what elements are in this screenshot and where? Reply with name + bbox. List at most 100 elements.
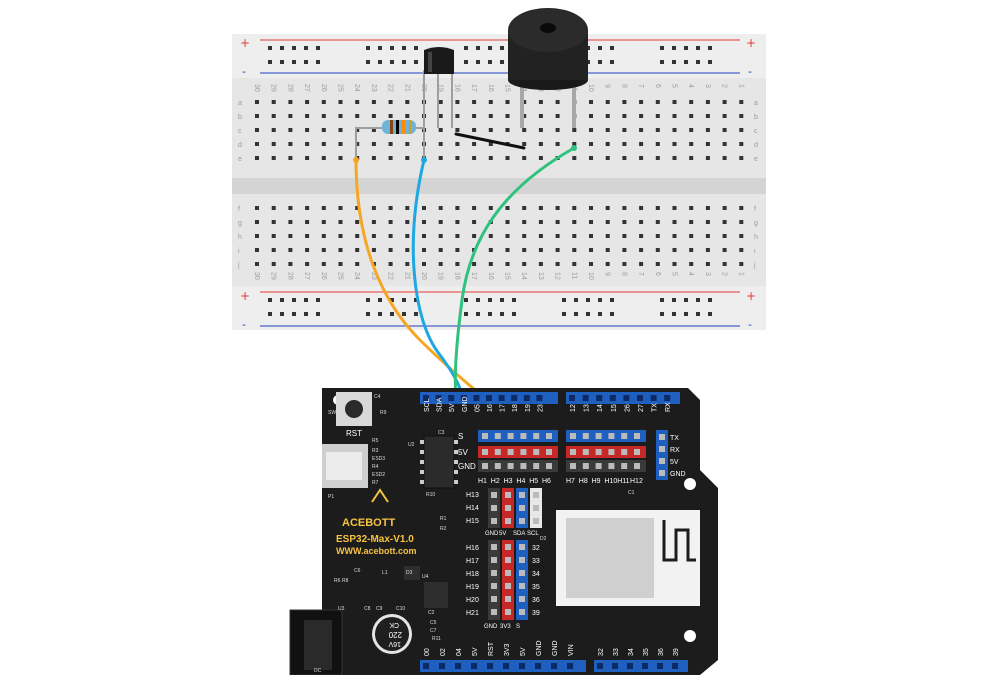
column-number: 22 bbox=[387, 84, 394, 92]
component-label: DC bbox=[314, 668, 322, 674]
h-row-label: H18 bbox=[466, 571, 479, 578]
column-number: 17 bbox=[470, 272, 477, 280]
column-number: 27 bbox=[303, 84, 310, 92]
bottom-header-label: VIN bbox=[568, 644, 575, 656]
row-letter: b bbox=[238, 114, 242, 121]
esp32-module bbox=[556, 510, 700, 606]
row-letter: f bbox=[754, 206, 756, 213]
row-letter: c bbox=[754, 128, 758, 135]
component-label: C2 bbox=[428, 610, 435, 616]
column-number: 20 bbox=[420, 272, 427, 280]
gpio-label: 33 bbox=[532, 558, 540, 565]
chip-u2 bbox=[423, 435, 455, 489]
row-letter: e bbox=[238, 156, 242, 163]
bottom-header-label: 34 bbox=[628, 648, 635, 656]
column-number: 19 bbox=[437, 272, 444, 280]
rail-minus-label: - bbox=[242, 318, 246, 331]
jumper-wire-black bbox=[454, 132, 526, 150]
bottom-header-pins bbox=[423, 663, 678, 669]
component-label: D3 bbox=[406, 570, 413, 576]
column-number: 23 bbox=[370, 272, 377, 280]
header-label: 5V bbox=[449, 403, 456, 412]
component-label: R8 bbox=[342, 578, 349, 584]
component-label: R5 bbox=[372, 438, 379, 444]
capacitor-voltage: 16V bbox=[388, 640, 401, 647]
bottom-header-label: 02 bbox=[440, 648, 447, 656]
component-label: C5 bbox=[430, 620, 437, 626]
column-number: 30 bbox=[253, 272, 260, 280]
rail-minus-label: - bbox=[242, 65, 246, 78]
header-h-label: H3 bbox=[504, 478, 513, 485]
header-label: SDA bbox=[437, 397, 444, 412]
column-number: 21 bbox=[403, 84, 410, 92]
h-row-label: H20 bbox=[466, 597, 479, 604]
h-row-label: H16 bbox=[466, 545, 479, 552]
row-letter: a bbox=[238, 100, 242, 107]
column-number: 7 bbox=[637, 272, 644, 276]
column-number: 5 bbox=[671, 84, 678, 88]
bottom-header-label: 5V bbox=[520, 647, 527, 656]
column-number: 19 bbox=[437, 84, 444, 92]
column-number: 28 bbox=[286, 272, 293, 280]
bottom-header-label: GND bbox=[536, 640, 543, 656]
header-label: 27 bbox=[638, 404, 645, 412]
h-row-label: H15 bbox=[466, 518, 479, 525]
component-label: L1 bbox=[382, 570, 388, 576]
column-number: 12 bbox=[554, 272, 561, 280]
component-label: R9 bbox=[380, 410, 387, 416]
header-label: 17 bbox=[500, 404, 507, 412]
rail-plus-label: + bbox=[240, 289, 250, 303]
component-label: R11 bbox=[432, 636, 441, 642]
column-number: 25 bbox=[337, 84, 344, 92]
bottom-header-label: 35 bbox=[643, 648, 650, 656]
component-label: C4 bbox=[374, 394, 381, 400]
column-number: 11 bbox=[570, 272, 577, 279]
rail-plus-label: + bbox=[746, 36, 756, 50]
row-letter: e bbox=[754, 156, 758, 163]
capacitor-brand: CK bbox=[389, 621, 399, 628]
component-label: C8 bbox=[364, 606, 371, 612]
component-label: P1 bbox=[328, 494, 334, 500]
component-label: R2 bbox=[440, 526, 447, 532]
bottom-header-label: 3V3 bbox=[504, 643, 511, 656]
reset-button[interactable] bbox=[336, 392, 372, 426]
component-label: R3 bbox=[372, 448, 379, 454]
header-label: 05 bbox=[474, 404, 481, 412]
bottom-header-label: 36 bbox=[658, 648, 665, 656]
bottom-header-label: 04 bbox=[456, 648, 463, 656]
rail-plus-label: + bbox=[746, 289, 756, 303]
column-number: 15 bbox=[504, 84, 511, 92]
header-label: 18 bbox=[512, 404, 519, 412]
header-h-label: H2 bbox=[491, 478, 500, 485]
row-label: 5V bbox=[458, 448, 468, 457]
bottom-header-label: GND bbox=[552, 640, 559, 656]
column-number: 7 bbox=[637, 84, 644, 88]
header-h-label: H12 bbox=[630, 478, 643, 485]
row-letter: i bbox=[238, 248, 240, 255]
column-number: 16 bbox=[487, 84, 494, 92]
column-number: 6 bbox=[654, 84, 661, 88]
column-number: 29 bbox=[270, 84, 277, 92]
header-h-label: H1 bbox=[478, 478, 487, 485]
i2c-label: SCL bbox=[527, 531, 539, 537]
website: WWW.acebott.com bbox=[336, 546, 417, 556]
h-row-label: H13 bbox=[466, 492, 479, 499]
top-header-pins bbox=[423, 395, 671, 401]
column-number: 22 bbox=[387, 272, 394, 280]
column-number: 10 bbox=[587, 272, 594, 280]
side-label: 5V bbox=[670, 459, 679, 466]
column-number: 9 bbox=[604, 84, 611, 88]
component-label: R1 bbox=[440, 516, 447, 522]
column-number: 3 bbox=[704, 272, 711, 276]
column-number: 18 bbox=[453, 272, 460, 280]
header-label: 16 bbox=[487, 404, 494, 412]
column-number: 18 bbox=[453, 84, 460, 92]
column-number: 8 bbox=[620, 272, 627, 276]
row-letter: d bbox=[238, 142, 242, 149]
